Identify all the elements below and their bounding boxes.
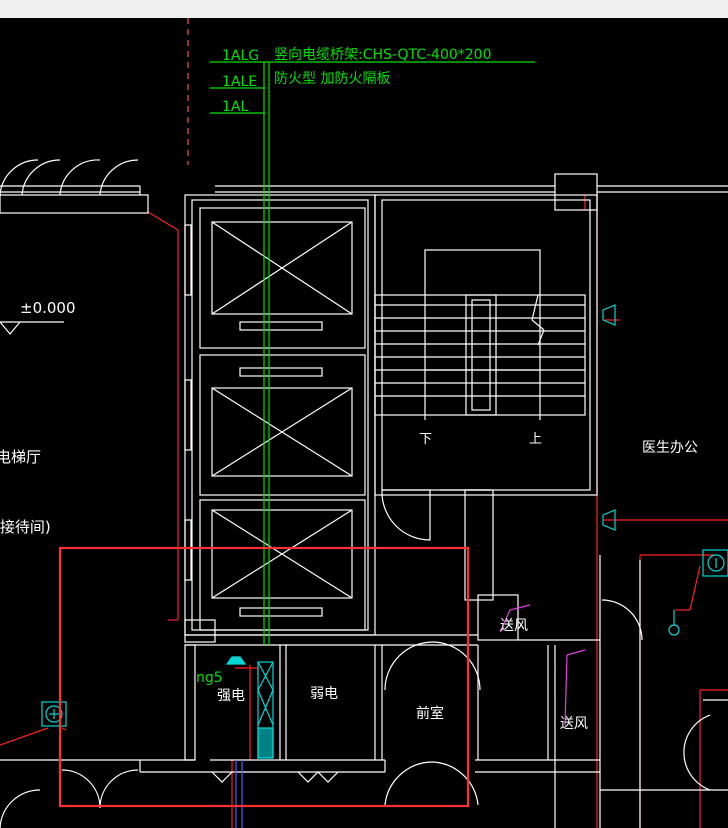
tray-tag-icon [225,656,247,665]
cable-tray-riser[interactable] [257,661,274,759]
building-walls [0,159,728,828]
conduit-lines [235,760,243,828]
circuit-label-1al: 1AL [222,99,248,115]
air-duct-lines [499,604,586,726]
stair-down-label: 下 [419,432,432,447]
selection-box[interactable] [58,546,470,808]
fan-icon [602,304,616,531]
room-label-weak-power: 弱电 [310,686,338,702]
socket-symbol-icon [41,549,728,727]
room-label-anteroom: 前室 [416,705,444,722]
smoke-detector-icon [668,610,680,636]
room-label-doctor-office: 医生办公 [642,440,698,456]
cable-tray-lines [210,61,535,645]
room-label-reception: (接待间) [0,518,51,536]
tray-tag-label: ng5 [196,670,223,686]
window-top-bar [0,0,728,18]
cable-tray-spec-label: 竖向电缆桥架:CHS-QTC-400*200 [274,47,492,63]
stair-up-label: 上 [529,432,542,447]
air-supply-label-1: 送风 [500,618,528,634]
red-boundary-lines [0,195,728,828]
fire-spec-label: 防火型 加防火隔板 [274,71,390,87]
air-supply-label-2: 送风 [560,716,588,732]
room-label-elevator-hall: 电梯厅 [0,448,41,466]
elevation-label: ±0.000 [20,299,76,317]
room-label-strong-power: 强电 [217,688,245,704]
circuit-label-1ale: 1ALE [222,74,257,90]
circuit-label-1alg: 1ALG [222,48,259,64]
cad-drawing-canvas[interactable]: 1ALG 1ALE 1AL 竖向电缆桥架:CHS-QTC-400*200 防火型… [0,18,728,828]
